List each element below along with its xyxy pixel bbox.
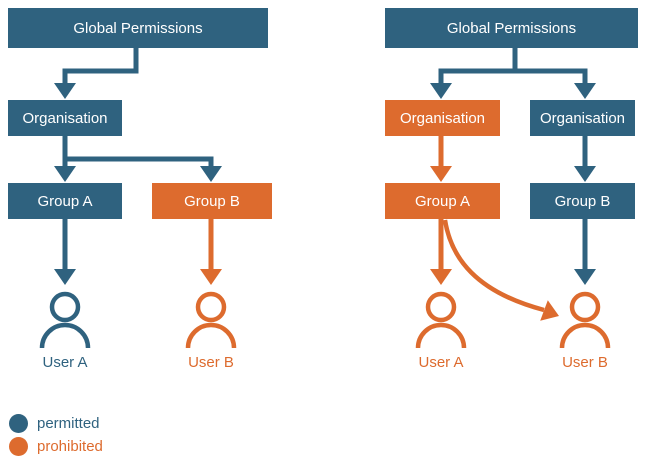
left-organisation-label: Organisation — [22, 109, 108, 127]
left-global-permissions-label: Global Permissions — [73, 19, 203, 37]
left-arrow-group-a-to-user-a — [54, 219, 76, 285]
right-arrow-root-to-organisations — [430, 48, 596, 99]
right-group-a-box: Group A — [385, 183, 500, 219]
right-global-permissions-box: Global Permissions — [385, 8, 638, 48]
right-organisation-b-label: Organisation — [539, 109, 626, 127]
left-user-a-icon — [39, 291, 91, 349]
left-organisation-box: Organisation — [8, 100, 122, 136]
right-group-a-label: Group A — [414, 192, 471, 210]
legend-row-prohibited: prohibited — [9, 437, 103, 456]
right-global-permissions-label: Global Permissions — [446, 19, 577, 37]
right-user-a-label: User A — [418, 354, 464, 371]
legend-prohibited-label: prohibited — [37, 438, 103, 455]
permitted-dot-icon — [9, 414, 28, 433]
left-user-a-label: User A — [42, 354, 88, 371]
left-arrow-organisation-to-groups — [54, 136, 222, 182]
left-group-b-box: Group B — [152, 183, 272, 219]
right-user-b-icon — [559, 291, 611, 349]
legend: permitted prohibited — [9, 414, 103, 460]
left-arrow-group-b-to-user-b — [200, 219, 222, 285]
legend-row-permitted: permitted — [9, 414, 103, 433]
right-user-a-icon — [415, 291, 467, 349]
right-organisation-a-label: Organisation — [399, 109, 486, 127]
right-arrow-organisation-a-to-group-a — [430, 136, 452, 182]
left-group-a-label: Group A — [37, 192, 93, 210]
right-organisation-b-box: Organisation — [530, 100, 635, 136]
right-group-b-box: Group B — [530, 183, 635, 219]
left-group-b-label: Group B — [184, 192, 240, 210]
prohibited-dot-icon — [9, 437, 28, 456]
right-arrow-organisation-b-to-group-b — [574, 136, 596, 182]
left-user-b-icon — [185, 291, 237, 349]
left-global-permissions-box: Global Permissions — [8, 8, 268, 48]
legend-permitted-label: permitted — [37, 415, 100, 432]
right-organisation-a-box: Organisation — [385, 100, 500, 136]
right-arrow-group-a-to-user-b-curved — [442, 219, 559, 321]
right-arrow-group-a-to-user-a — [430, 219, 452, 285]
left-user-b-label: User B — [188, 354, 234, 371]
left-arrow-root-to-organisation — [54, 48, 139, 99]
right-user-b-label: User B — [562, 354, 608, 371]
left-group-a-box: Group A — [8, 183, 122, 219]
right-arrow-group-b-to-user-b — [574, 219, 596, 285]
right-group-b-label: Group B — [554, 192, 611, 210]
